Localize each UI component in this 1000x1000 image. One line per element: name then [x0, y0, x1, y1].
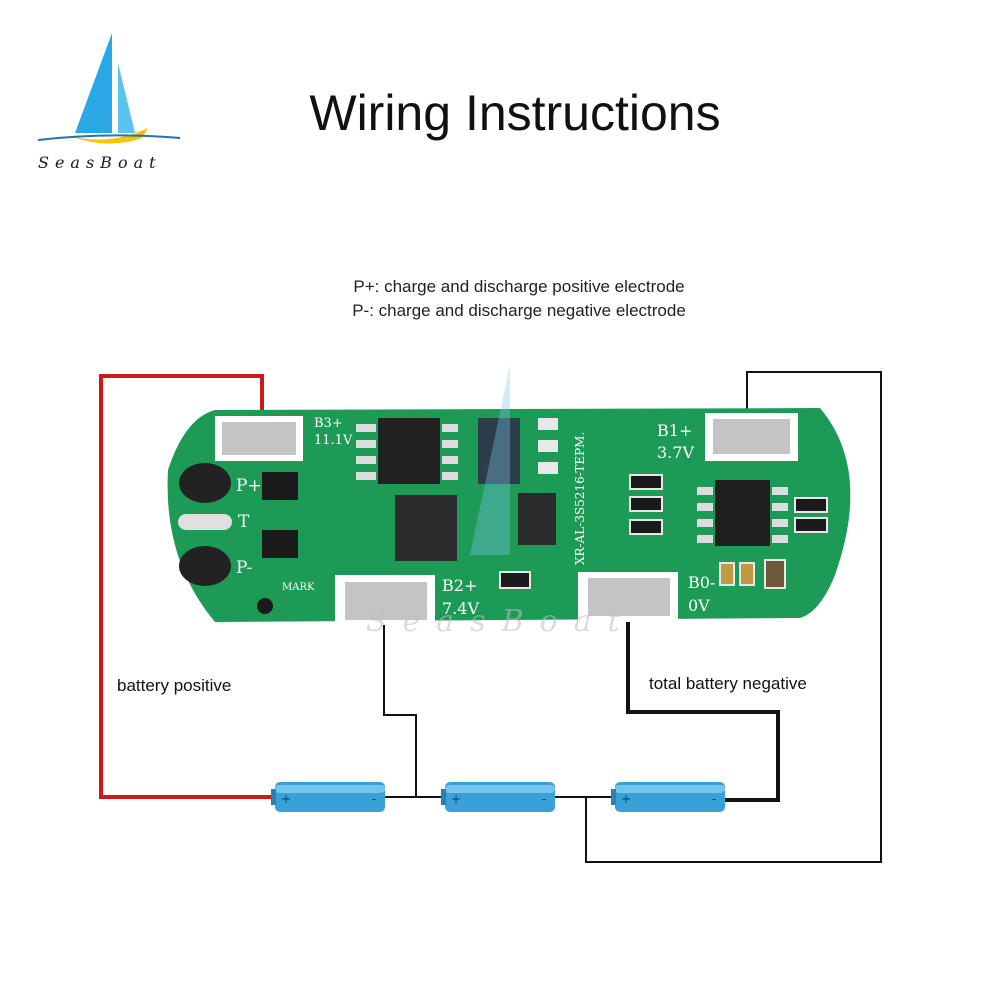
silk-b1-voltage: 3.7V — [657, 443, 694, 462]
seasboat-logo — [37, 33, 181, 144]
pin-t-pad — [178, 514, 232, 530]
pin-p-plus-pad — [179, 463, 231, 503]
battery-2-plus: + — [451, 792, 461, 806]
logo-sail-main-icon — [75, 33, 112, 133]
chip-protection-ic — [715, 480, 770, 546]
watermark-text: SeasBoat — [366, 604, 636, 639]
wire-battery-positive — [99, 374, 277, 799]
chip-center — [395, 495, 457, 561]
silk-b3-voltage: 11.1V — [314, 433, 353, 448]
description-p-plus: P+: charge and discharge positive electr… — [353, 277, 685, 296]
page-title: Wiring Instructions — [309, 85, 721, 141]
chip-pins — [356, 424, 788, 543]
silk-pin-p-minus: P- — [236, 558, 252, 578]
pcb-board — [167, 408, 851, 622]
brand-name: SeasBoat — [38, 153, 162, 172]
chip-mosfet-2 — [478, 418, 520, 484]
battery-3-plus: + — [621, 792, 631, 806]
silk-b3-label: B3+ — [314, 416, 343, 431]
silk-b0-label: B0- — [688, 573, 715, 592]
wire-b2-to-batteries — [383, 600, 417, 797]
pad-b1-contact — [713, 419, 790, 454]
pad-b0-contact — [588, 578, 670, 616]
battery-cell-3: + - — [611, 782, 725, 812]
chip-sot — [518, 493, 556, 545]
chip-mosfet-1 — [378, 418, 440, 484]
silk-mark: MARK — [282, 582, 315, 593]
silk-b2-label: B2+ — [442, 576, 477, 595]
label-battery-positive: battery positive — [117, 676, 232, 695]
logo-hull-icon — [70, 128, 148, 144]
description-p-minus: P-: charge and discharge negative electr… — [352, 301, 686, 320]
smd-components — [262, 418, 828, 589]
battery-3-minus: - — [712, 792, 716, 806]
silk-b0-voltage: 0V — [688, 596, 710, 615]
pin-p-minus-pad — [179, 546, 231, 586]
pad-b2-contact — [345, 582, 427, 620]
pad-b3-contact — [222, 422, 296, 455]
silk-b2-voltage: 7.4V — [442, 599, 479, 618]
battery-cell-2: + - — [441, 782, 555, 812]
logo-sail-small-icon — [118, 63, 135, 133]
wire-b1-to-battery3 — [585, 371, 882, 863]
logo-wave-icon — [37, 134, 181, 141]
battery-cell-1: + - — [271, 782, 385, 812]
mark-dot — [257, 598, 273, 614]
watermark-sail-icon — [470, 365, 510, 555]
battery-1-plus: + — [281, 792, 291, 806]
silk-model-number: XR-AL-3S5216-TEPM. — [573, 432, 587, 565]
silk-pin-p-plus: P+ — [236, 476, 262, 496]
silk-b1-label: B1+ — [657, 421, 692, 440]
label-total-battery-negative: total battery negative — [649, 674, 807, 693]
wire-total-negative — [626, 594, 780, 802]
silk-pin-t: T — [238, 512, 250, 532]
battery-2-minus: - — [542, 792, 546, 806]
battery-1-minus: - — [372, 792, 376, 806]
